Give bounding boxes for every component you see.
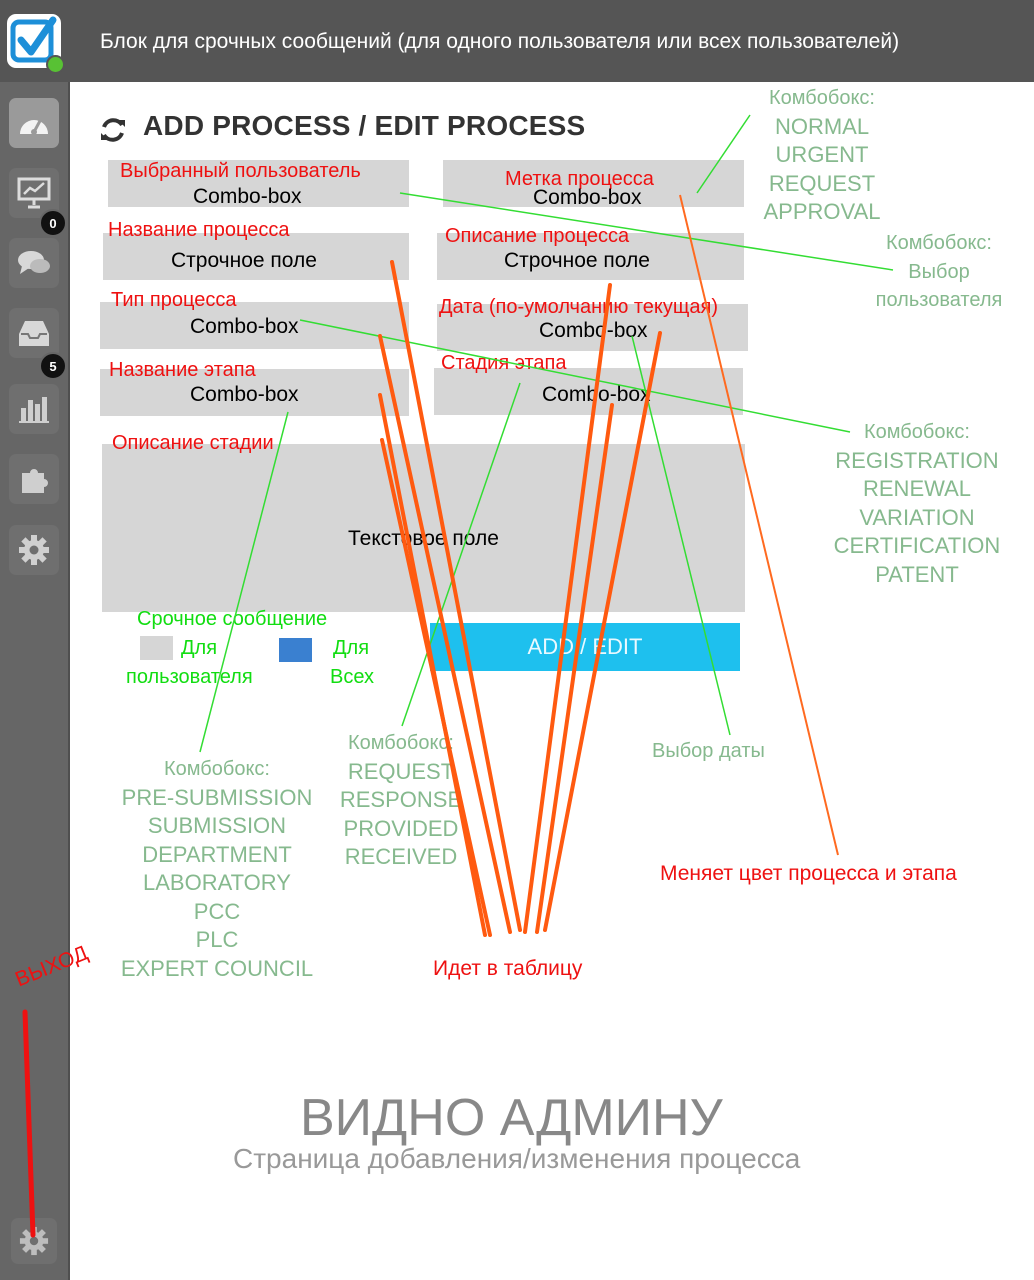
process-mark-label: Метка процесса: [505, 168, 654, 190]
process-type-value: Combo-box: [190, 315, 299, 338]
process-description-value: Строчное поле: [504, 249, 650, 272]
color-change-note: Меняет цвет процесса и этапа: [660, 862, 957, 885]
process-name-input[interactable]: [103, 233, 409, 280]
note-line: VARIATION: [859, 504, 975, 530]
presentation-badge: 0: [39, 209, 67, 237]
urgent-messages-block-title: Блок для срочных сообщений (для одного п…: [100, 30, 900, 53]
note-line: Комбобокс:: [348, 732, 454, 754]
sidebar-item-settings[interactable]: [9, 525, 59, 575]
admin-visible-title: ВИДНО АДМИНУ: [300, 1089, 723, 1147]
note-line: Комбобокс:: [769, 87, 875, 109]
note-line: REQUEST: [347, 758, 455, 784]
goes-to-table-note: Идет в таблицу: [433, 957, 583, 980]
selected-user-label: Выбранный пользователь: [120, 160, 361, 182]
date-label: Дата (по-умолчанию текущая): [439, 296, 718, 318]
note-line: PROVIDED: [343, 815, 459, 841]
process-description-label: Описание процесса: [445, 225, 630, 247]
sidebar-item-chat[interactable]: [9, 238, 59, 288]
stage-combobox-note: Комбобокс: REQUEST RESPONSE PROVIDED REC…: [332, 729, 470, 872]
for-user-label-line1: Для: [181, 637, 218, 659]
process-name-value: Строчное поле: [171, 249, 317, 272]
note-line: APPROVAL: [763, 199, 881, 224]
date-pick-note: Выбор даты: [652, 740, 765, 762]
for-all-checkbox[interactable]: [279, 638, 312, 662]
note-line: RESPONSE: [339, 787, 463, 812]
note-line: URGENT: [775, 142, 869, 167]
stage-description-label: Описание стадии: [112, 432, 274, 454]
note-line: REGISTRATION: [835, 447, 999, 473]
note-line: NORMAL: [774, 113, 870, 139]
refresh-icon[interactable]: [98, 116, 128, 144]
note-line: SUBMISSION: [147, 813, 287, 838]
sidebar-bottom-settings[interactable]: [11, 1218, 57, 1264]
note-line: RENEWAL: [863, 476, 971, 501]
sidebar-item-dashboard[interactable]: [9, 98, 59, 148]
settings-gear-icon: [19, 535, 49, 565]
user-combobox-note: Комбобокс: Выбор пользователя: [862, 229, 1016, 315]
note-line: PCC: [193, 898, 241, 924]
urgent-message-label: Срочное сообщение: [137, 608, 328, 630]
selected-user-value: Combo-box: [193, 185, 302, 208]
note-line: DEPARTMENT: [142, 841, 292, 867]
type-combobox-note: Комбобокс: REGISTRATION RENEWAL VARIATIO…: [822, 418, 1012, 589]
sidebar-item-inbox[interactable]: [9, 308, 59, 358]
note-line: CERTIFICATION: [833, 533, 1001, 558]
add-edit-button[interactable]: ADD / EDIT: [430, 623, 740, 671]
sidebar-item-presentation[interactable]: [9, 168, 59, 218]
note-line: RECEIVED: [344, 844, 458, 869]
note-line: REQUEST: [768, 170, 876, 196]
note-line: Комбобокс:: [864, 421, 970, 443]
selected-user-combobox[interactable]: [108, 160, 409, 207]
page-title: ADD PROCESS / EDIT PROCESS: [143, 110, 586, 141]
stage-label: Стадия этапа: [441, 352, 567, 374]
date-value: Combo-box: [539, 319, 648, 342]
mark-combobox-note: Комбобокс: NORMAL URGENT REQUEST APPROVA…: [752, 84, 892, 227]
note-line: PATENT: [875, 561, 959, 587]
process-type-label: Тип процесса: [111, 289, 237, 311]
stage-value: Combo-box: [542, 383, 651, 406]
sidebar: 0 5: [0, 82, 70, 1280]
for-user-label-line2: пользователя: [126, 666, 253, 688]
stage-name-value: Combo-box: [190, 383, 299, 406]
puzzle-icon: [22, 469, 48, 493]
for-all-label-line2: Всех: [330, 666, 375, 688]
settings-gear-icon: [19, 1226, 49, 1256]
sidebar-item-plugins[interactable]: [9, 454, 59, 504]
dashboard-icon: [20, 118, 48, 135]
sidebar-item-reports[interactable]: [9, 384, 59, 434]
process-mark-value: Combo-box: [533, 186, 642, 209]
admin-visible-subtitle: Страница добавления/изменения процесса: [233, 1143, 801, 1174]
for-user-checkbox[interactable]: [140, 636, 173, 660]
online-status-dot: [46, 55, 65, 74]
note-line: EXPERT COUNCIL: [120, 955, 314, 981]
note-line: Выбор: [908, 260, 970, 283]
note-line: Комбобокс:: [886, 232, 992, 254]
inbox-badge: 5: [39, 352, 67, 380]
note-line: PLC: [195, 927, 239, 952]
presentation-chart-icon: [17, 177, 51, 209]
for-all-label-line1: Для: [333, 637, 370, 659]
stage-name-label: Название этапа: [109, 359, 256, 381]
stage-name-combobox-note: Комбобокс: PRE-SUBMISSION SUBMISSION DEP…: [111, 755, 323, 983]
stage-description-value: Текстовое поле: [348, 527, 499, 550]
bar-chart-icon: [19, 397, 49, 423]
note-line: LABORATORY: [143, 870, 291, 895]
chat-bubbles-icon: [18, 251, 50, 274]
note-line: PRE-SUBMISSION: [121, 784, 313, 810]
inbox-icon: [19, 321, 49, 346]
app-logo[interactable]: [7, 14, 61, 68]
note-line: Комбобокс:: [164, 758, 270, 780]
process-name-label: Название процесса: [108, 219, 290, 241]
top-bar: Блок для срочных сообщений (для одного п…: [0, 0, 1034, 82]
note-line: пользователя: [875, 289, 1003, 311]
